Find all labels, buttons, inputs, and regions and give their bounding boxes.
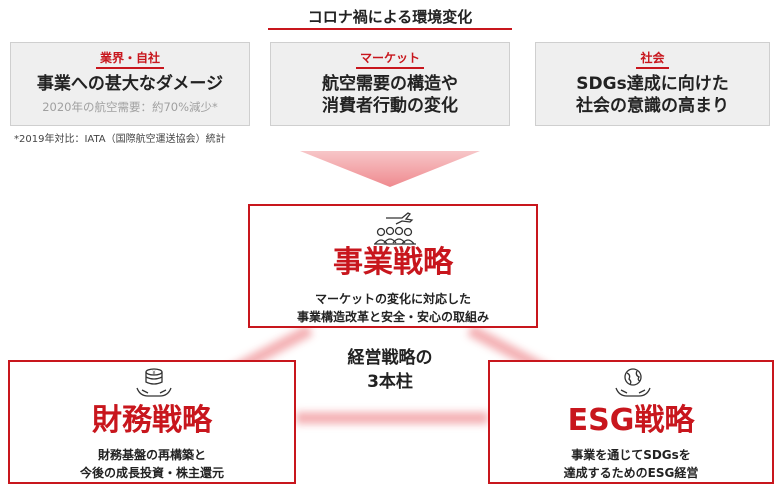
center-label: 経営戦略の 3本柱 — [310, 346, 470, 394]
center-label-line2: 3本柱 — [367, 372, 413, 392]
title-underline — [268, 28, 512, 30]
pillar-esg-strategy: ESG戦略 事業を通じてSDGsを 達成するためのESG経営 — [488, 360, 774, 484]
context-tag: 社会 — [636, 49, 669, 69]
pillar-business-strategy: 事業戦略 マーケットの変化に対応した 事業構造改革と安全・安心の取組み — [248, 204, 538, 328]
airplane-people-icon — [374, 212, 416, 245]
context-box-market: マーケット 航空需要の構造や 消費者行動の変化 — [270, 42, 510, 126]
center-label-line1: 経営戦略の — [347, 348, 433, 368]
context-main-line2: 社会の意識の高まり — [576, 96, 729, 116]
pillar-finance-strategy: ¥ 財務戦略 財務基盤の再構築と 今後の成長投資・株主還元 — [8, 360, 296, 484]
down-chevron-arrow — [300, 151, 480, 187]
context-main-line1: SDGs達成に向けた — [576, 74, 729, 94]
context-box-company: 業界・自社 事業への甚大なダメージ 2020年の航空需要：約70%減少* — [10, 42, 250, 126]
footnote: *2019年対比：IATA（国際航空運送協会）統計 — [14, 134, 226, 145]
context-main-line1: 航空需要の構造や — [322, 74, 458, 94]
pillar-title: 財務戦略 — [92, 403, 212, 438]
context-sub-text: 2020年の航空需要：約70%減少* — [42, 100, 218, 114]
pillar-desc-line1: 事業を通じてSDGsを — [571, 448, 691, 462]
pillar-desc-line2: 事業構造改革と安全・安心の取組み — [296, 310, 489, 324]
context-tag: 業界・自社 — [95, 49, 164, 69]
globe-hands-icon — [615, 368, 651, 397]
yen-coins-hands-icon: ¥ — [136, 368, 172, 397]
context-box-society: 社会 SDGs達成に向けた 社会の意識の高まり — [535, 42, 770, 126]
pillar-title: 事業戦略 — [333, 245, 453, 280]
pillar-desc-line1: 財務基盤の再構築と — [97, 448, 206, 462]
context-main-text: 事業への甚大なダメージ — [36, 74, 224, 94]
pillar-desc-line2: 今後の成長投資・株主還元 — [79, 466, 224, 480]
pillar-desc-line1: マーケットの変化に対応した — [314, 292, 471, 306]
pillar-desc-line2: 達成するためのESG経営 — [563, 466, 699, 480]
context-main-line2: 消費者行動の変化 — [322, 96, 458, 116]
page-title: コロナ禍による環境変化 — [307, 8, 473, 26]
svg-text:¥: ¥ — [152, 371, 155, 377]
pillar-title: ESG戦略 — [567, 403, 695, 438]
context-tag: マーケット — [355, 49, 424, 69]
